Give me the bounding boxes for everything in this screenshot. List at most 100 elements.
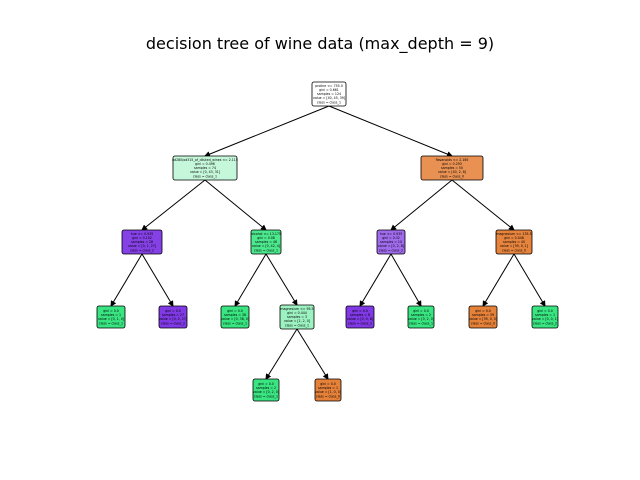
tree-node-text: magnesium <= 95.5 (280, 307, 313, 311)
tree-node-box (250, 229, 282, 255)
tree-node-box (468, 305, 498, 329)
tree-node-text: gini = 0.0 (103, 309, 119, 313)
tree-node-box (495, 229, 533, 255)
tree-node-text: value = [0, 2, 0] (408, 317, 434, 321)
tree-node-text: value = [1, 0, 0] (315, 390, 341, 394)
tree-node-text: class = class_1 (254, 394, 278, 398)
tree-node-text: hue <= 0.935 (380, 232, 403, 236)
tree-node-text: value = [1, 2, 0] (284, 319, 310, 323)
tree-node-text: class = class_1 (193, 174, 217, 178)
tree-node-text: gini = 0.08 (257, 236, 275, 240)
tree-edge-n4-n10 (265, 253, 298, 306)
tree-edge-n6-n13 (482, 253, 515, 307)
tree-node-text: samples = 50 (441, 166, 463, 170)
tree-edge-n5-n12 (390, 253, 422, 307)
tree-node-text: gini = 0.0 (320, 382, 336, 386)
tree-node-text: proline <= 755.0 (315, 84, 342, 88)
tree-node-text: class = class_1 (409, 321, 433, 325)
tree-node-text: class = class_2 (161, 321, 185, 325)
tree-edge-n1-n4 (204, 179, 267, 231)
tree-node-text: samples = 28 (131, 240, 153, 244)
tree-node-text: value = [39, 0, 0] (469, 317, 497, 321)
tree-node-text: gini = 0.444 (287, 311, 307, 315)
tree-node-text: value = [0, 1, 27] (128, 244, 156, 248)
tree-node-text: samples = 74 (194, 166, 216, 170)
tree-node-text: value = [0, 2, 0] (253, 390, 279, 394)
tree-edge-n1-n3 (141, 179, 206, 231)
tree-node-text: gini = 0.0 (227, 309, 243, 313)
tree-node-text: value = [40, 45, 39] (313, 96, 345, 100)
tree-node-text: value = [40, 2, 8] (438, 170, 466, 174)
tree-node-box (407, 305, 435, 329)
tree-node-text: samples = 39 (472, 313, 494, 317)
tree-node-text: value = [39, 0, 1] (500, 244, 528, 248)
tree-node-box (158, 305, 188, 329)
tree-node-text: samples = 38 (224, 313, 246, 317)
tree-edge-n2-n5 (390, 179, 453, 231)
tree-node-text: class = class_1 (99, 321, 123, 325)
tree-edge-n3-n7 (110, 253, 143, 307)
tree-edge-n2-n6 (451, 179, 515, 231)
tree-node-box (345, 305, 375, 329)
tree-node-n1: od280/od315_of_diluted_wines <= 2.115gin… (172, 155, 238, 181)
tree-node-box (172, 155, 238, 181)
tree-node-text: gini = 0.0 (165, 309, 181, 313)
tree-node-text: class = class_1 (317, 100, 341, 104)
tree-node-text: value = [0, 1, 0] (98, 317, 124, 321)
tree-node-text: gini = 0.0 (352, 309, 368, 313)
tree-edge-n10-n16 (296, 328, 329, 380)
tree-node-text: samples = 3 (287, 315, 307, 319)
tree-node-text: class = class_2 (379, 248, 403, 252)
tree-node-box (420, 155, 484, 181)
tree-node-text: samples = 40 (503, 240, 525, 244)
tree-node-box (279, 304, 315, 330)
tree-node-text: class = class_2 (533, 321, 557, 325)
tree-node-text: class = class_2 (348, 321, 372, 325)
tree-node-text: value = [0, 0, 8] (347, 317, 373, 321)
tree-node-text: class = class_0 (316, 394, 340, 398)
tree-node-text: gini = 0.048 (504, 236, 524, 240)
tree-node-text: flavanoids <= 2.165 (436, 158, 469, 162)
tree-node-text: gini = 0.293 (442, 162, 462, 166)
tree-node-text: gini = 0.0 (258, 382, 274, 386)
tree-edge-n3-n8 (141, 253, 174, 307)
tree-node-box (376, 229, 406, 255)
tree-node-text: value = [0, 42, 4] (252, 244, 280, 248)
tree-node-text: value = [0, 38, 0] (221, 317, 249, 321)
tree-node-text: class = class_0 (471, 321, 495, 325)
tree-node-text: gini = 0.0 (537, 309, 553, 313)
tree-node-text: alcohol <= 13.175 (251, 232, 281, 236)
tree-node-text: samples = 8 (350, 313, 370, 317)
tree-edge-n0-n2 (328, 105, 453, 157)
tree-node-text: hue <= 0.935 (131, 232, 154, 236)
tree-edge-n0-n1 (204, 105, 330, 157)
tree-edge-n5-n11 (359, 253, 392, 307)
tree-node-text: class = class_0 (502, 248, 526, 252)
tree-node-box (121, 229, 163, 255)
tree-node-text: class = class_1 (254, 248, 278, 252)
tree-node-text: class = class_0 (440, 174, 464, 178)
tree-node-box (311, 81, 347, 107)
tree-edge-n4-n9 (234, 253, 267, 307)
tree-node-text: gini = 0.496 (195, 162, 215, 166)
tree-node-text: class = class_1 (223, 321, 247, 325)
tree-node-text: samples = 27 (162, 313, 184, 317)
tree-node-text: gini = 0.32 (382, 236, 400, 240)
tree-node-text: value = [0, 2, 8] (378, 244, 404, 248)
tree-node-text: od280/od315_of_diluted_wines <= 2.115 (172, 158, 238, 162)
tree-edge-n6-n14 (513, 253, 546, 307)
